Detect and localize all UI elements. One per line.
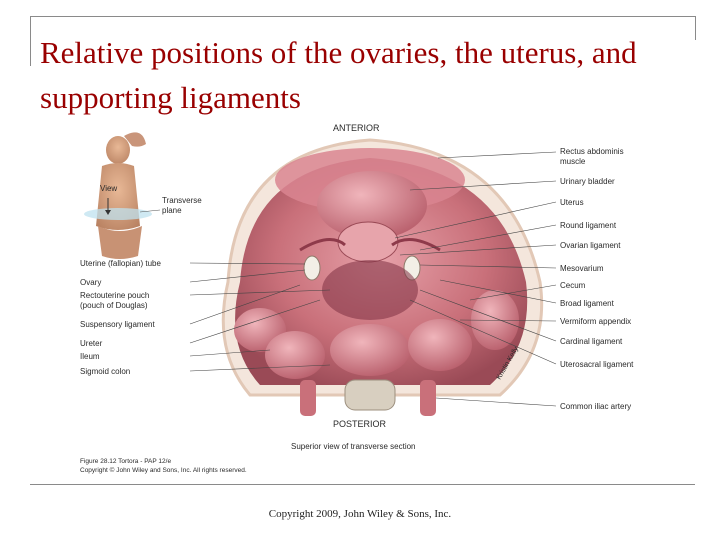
figure-credit-line-1: Figure 28.12 Tortora - PAP 12/e xyxy=(80,458,171,465)
inset-head xyxy=(106,136,130,164)
label-cecum: Cecum xyxy=(560,281,586,290)
leader-urinary-bladder xyxy=(409,180,557,191)
leader-uterosacral-ligament xyxy=(409,299,557,365)
right-bowel-loop xyxy=(471,290,519,350)
anterior-label: ANTERIOR xyxy=(333,123,380,133)
leader-mesovarium xyxy=(419,264,557,269)
figure-caption: Superior view of transverse section xyxy=(291,442,416,451)
inset-plane-leader xyxy=(139,209,161,213)
label-cardinal-ligament: Cardinal ligament xyxy=(560,337,623,346)
inset-plane-label-2: plane xyxy=(162,206,182,215)
leader-cecum xyxy=(469,284,557,301)
leader-ovary xyxy=(189,269,306,283)
uterus-shape xyxy=(337,221,399,263)
label-pouch-of-douglas: (pouch of Douglas) xyxy=(80,301,148,310)
leader-vermiform-appendix xyxy=(459,319,557,322)
left-iliac-artery-shape xyxy=(300,380,316,416)
figure-credit-line-2: Copyright © John Wiley and Sons, Inc. Al… xyxy=(80,466,247,474)
leader-ureter xyxy=(189,299,321,344)
label-rectouterine-pouch: Rectouterine pouch xyxy=(80,291,149,300)
pelvic-section-illustration: Kristin Kelly xyxy=(221,138,544,416)
leader-cardinal-ligament xyxy=(419,289,557,342)
leader-ovarian-ligament xyxy=(399,244,557,256)
inset-view-label: View xyxy=(100,184,117,193)
label-mesovarium: Mesovarium xyxy=(560,264,604,273)
label-broad-ligament: Broad ligament xyxy=(560,299,615,308)
inset-body-figure: View Transverse plane xyxy=(84,132,202,259)
slide-footer: Copyright 2009, John Wiley & Sons, Inc. xyxy=(268,508,452,520)
inset-plane-label-1: Transverse xyxy=(162,196,202,205)
label-urinary-bladder: Urinary bladder xyxy=(560,177,615,186)
ileum-loop xyxy=(265,331,325,379)
left-uterine-tube-shape xyxy=(299,238,346,252)
leader-rectus-abdominis xyxy=(437,151,557,159)
slide-frame-bottom xyxy=(30,484,695,485)
leader-sigmoid-colon xyxy=(189,364,331,372)
label-ovary: Ovary xyxy=(80,278,101,287)
sigmoid-colon-loop xyxy=(330,324,410,376)
label-muscle: muscle xyxy=(560,157,586,166)
left-label-group xyxy=(189,262,331,372)
leader-rectouterine-pouch xyxy=(189,289,331,296)
label-common-iliac-artery: Common iliac artery xyxy=(560,402,631,411)
inset-transverse-plane xyxy=(84,208,152,220)
right-label-group xyxy=(394,151,557,407)
inset-hips xyxy=(98,226,142,259)
leader-round-ligament xyxy=(419,224,557,251)
label-ureter: Ureter xyxy=(80,339,103,348)
right-iliac-artery-shape xyxy=(420,380,436,416)
left-ovary-shape xyxy=(303,255,321,281)
label-vermiform-appendix: Vermiform appendix xyxy=(560,317,631,326)
label-sigmoid-colon: Sigmoid colon xyxy=(80,367,130,376)
posterior-label: POSTERIOR xyxy=(333,419,387,429)
inset-arrowhead-icon xyxy=(105,210,111,215)
label-rectus-abdominis: Rectus abdominis xyxy=(560,147,624,156)
label-uterosacral-ligament: Uterosacral ligament xyxy=(560,360,634,369)
leader-ileum xyxy=(189,349,271,357)
label-uterine-tube: Uterine (fallopian) tube xyxy=(80,259,161,268)
slide-frame-right xyxy=(695,16,696,40)
rectouterine-pouch-shape xyxy=(322,260,418,320)
label-ileum: Ileum xyxy=(80,352,100,361)
label-uterus: Uterus xyxy=(560,198,584,207)
urinary-bladder-shape xyxy=(317,171,427,239)
leader-uterine-tube xyxy=(189,262,306,265)
label-round-ligament: Round ligament xyxy=(560,221,617,230)
cecum-loop xyxy=(408,319,472,371)
label-suspensory-ligament: Suspensory ligament xyxy=(80,320,155,329)
label-ovarian-ligament: Ovarian ligament xyxy=(560,241,621,250)
slide-frame-top xyxy=(30,16,695,17)
inset-arm xyxy=(124,132,146,147)
slide-title: Relative positions of the ovaries, the u… xyxy=(40,35,637,115)
leader-common-iliac-artery xyxy=(435,397,557,407)
sacrum-vertebra xyxy=(344,379,396,411)
leader-suspensory-ligament xyxy=(189,284,301,325)
leader-uterus xyxy=(394,201,557,239)
slide-frame-left xyxy=(30,16,31,66)
leader-broad-ligament xyxy=(439,279,557,304)
